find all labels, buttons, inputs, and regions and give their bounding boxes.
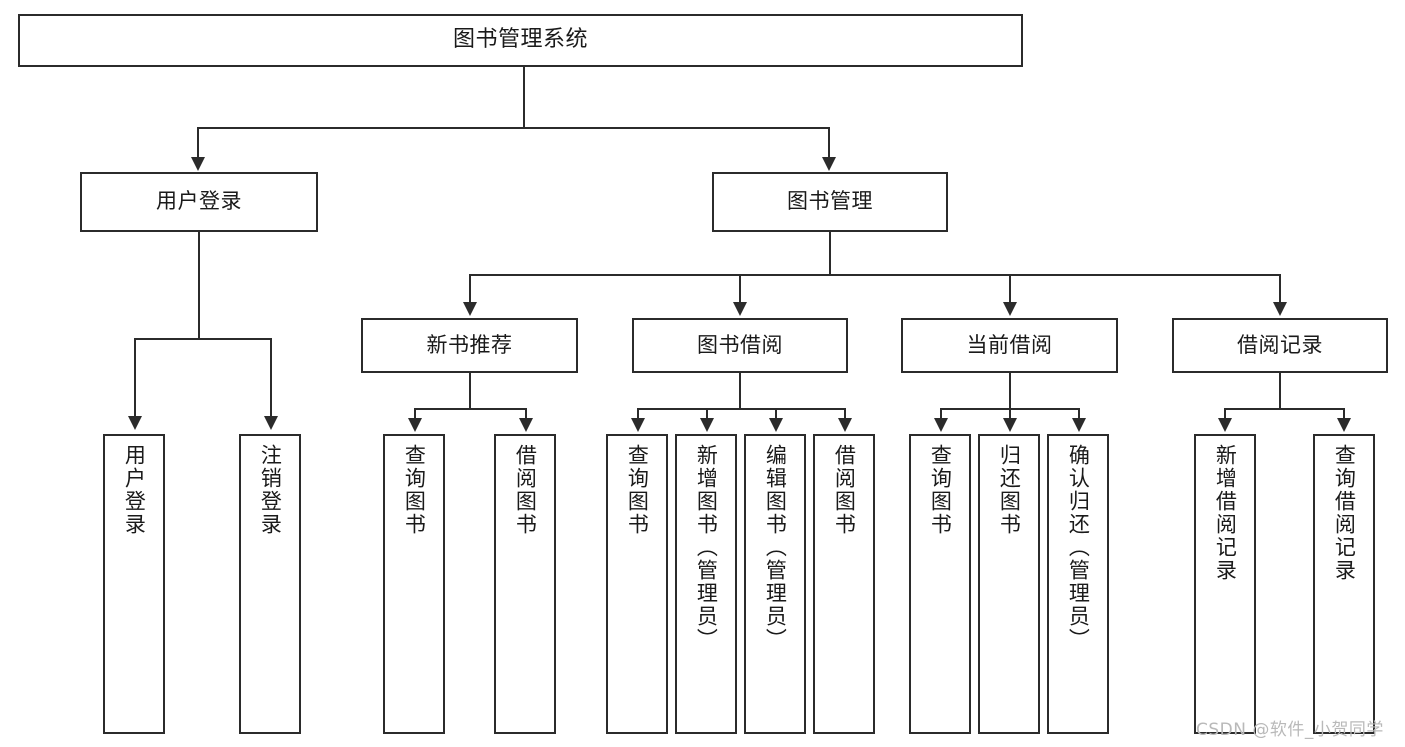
node-label: 查询图书 (402, 444, 427, 536)
connector-book-borrow-to-edit (775, 408, 777, 420)
leaf-lend-book[interactable]: 借阅图书 (813, 434, 875, 734)
connector-user-login-to-logout (270, 338, 272, 418)
node-user-login[interactable]: 用户登录 (80, 172, 318, 232)
connector-root-bus (197, 127, 829, 129)
connector-current-borrow-to-confirm (1078, 408, 1080, 420)
node-label: 当前借阅 (966, 332, 1053, 357)
arrow-book-borrow-to-edit (769, 418, 783, 432)
arrow-user-login-to-logout (264, 416, 278, 430)
arrow-book-borrow-to-query (631, 418, 645, 432)
leaf-query-book-recommend[interactable]: 查询图书 (383, 434, 445, 734)
leaf-query-book-borrow[interactable]: 查询图书 (606, 434, 668, 734)
node-label: 查询图书 (625, 444, 650, 536)
node-label: 新书推荐 (426, 332, 513, 357)
node-root-system[interactable]: 图书管理系统 (18, 14, 1023, 67)
node-current-borrow[interactable]: 当前借阅 (901, 318, 1118, 373)
connector-borrow-record-stem (1279, 373, 1281, 408)
arrow-book-borrow-to-lend (838, 418, 852, 432)
connector-to-borrow-record (1279, 274, 1281, 304)
node-label: 查询图书 (928, 444, 953, 536)
arrow-borrow-record-to-add (1218, 418, 1232, 432)
connector-root-to-user-login (197, 127, 199, 159)
connector-book-manage-stem (829, 232, 831, 274)
node-label: 图书管理 (787, 189, 873, 214)
connector-book-borrow-to-query (637, 408, 639, 420)
node-label: 借阅图书 (513, 444, 538, 536)
arrow-new-book-to-query (408, 418, 422, 432)
arrow-to-borrow-record (1273, 302, 1287, 316)
connector-user-login-to-login (134, 338, 136, 418)
node-label: 新增图书（管理员） (694, 444, 719, 651)
connector-user-login-stem (198, 232, 200, 338)
connector-borrow-record-bus (1224, 408, 1343, 410)
arrow-current-borrow-to-query (934, 418, 948, 432)
leaf-query-borrow-record[interactable]: 查询借阅记录 (1313, 434, 1375, 734)
node-label: 用户登录 (122, 444, 147, 536)
node-label: 用户登录 (156, 189, 242, 214)
arrow-user-login-to-login (128, 416, 142, 430)
leaf-query-book-current[interactable]: 查询图书 (909, 434, 971, 734)
connector-book-borrow-bus (637, 408, 845, 410)
arrow-book-borrow-to-add (700, 418, 714, 432)
connector-new-book-stem (469, 373, 471, 408)
arrow-to-new-book (463, 302, 477, 316)
connector-current-borrow-to-query (940, 408, 942, 420)
csdn-watermark: CSDN @软件_小贺同学 (1196, 720, 1384, 740)
node-book-borrow[interactable]: 图书借阅 (632, 318, 848, 373)
connector-to-current-borrow (1009, 274, 1011, 304)
leaf-borrow-book-recommend[interactable]: 借阅图书 (494, 434, 556, 734)
connector-root-to-book-manage (828, 127, 830, 159)
connector-borrow-record-to-add (1224, 408, 1226, 420)
connector-book-borrow-to-add (706, 408, 708, 420)
connector-book-borrow-to-lend (844, 408, 846, 420)
node-book-management[interactable]: 图书管理 (712, 172, 948, 232)
connector-borrow-record-to-query (1343, 408, 1345, 420)
connector-book-borrow-stem (739, 373, 741, 408)
arrow-root-to-book-manage (822, 157, 836, 171)
node-new-book-recommend[interactable]: 新书推荐 (361, 318, 578, 373)
node-borrow-record[interactable]: 借阅记录 (1172, 318, 1388, 373)
leaf-return-book[interactable]: 归还图书 (978, 434, 1040, 734)
leaf-confirm-return-admin[interactable]: 确认归还（管理员） (1047, 434, 1109, 734)
connector-to-book-borrow (739, 274, 741, 304)
node-label: 归还图书 (997, 444, 1022, 536)
arrow-root-to-user-login (191, 157, 205, 171)
leaf-edit-book-admin[interactable]: 编辑图书（管理员） (744, 434, 806, 734)
node-label: 图书借阅 (697, 332, 783, 357)
connector-new-book-to-borrow (525, 408, 527, 420)
connector-current-borrow-stem (1009, 373, 1011, 408)
connector-to-new-book (469, 274, 471, 304)
node-label: 借阅图书 (832, 444, 857, 536)
node-label: 新增借阅记录 (1213, 444, 1238, 582)
connector-user-login-bus (134, 338, 270, 340)
leaf-logout[interactable]: 注销登录 (239, 434, 301, 734)
arrow-current-borrow-to-confirm (1072, 418, 1086, 432)
connector-new-book-bus (414, 408, 525, 410)
connector-current-borrow-to-return (1009, 408, 1011, 420)
node-label: 图书管理系统 (452, 27, 588, 53)
node-label: 借阅记录 (1237, 332, 1323, 357)
arrow-current-borrow-to-return (1003, 418, 1017, 432)
arrow-to-book-borrow (733, 302, 747, 316)
connector-root-stem (523, 67, 525, 127)
arrow-new-book-to-borrow (519, 418, 533, 432)
connector-new-book-to-query (414, 408, 416, 420)
node-label: 编辑图书（管理员） (763, 444, 788, 651)
arrow-borrow-record-to-query (1337, 418, 1351, 432)
node-label: 查询借阅记录 (1332, 444, 1357, 582)
arrow-to-current-borrow (1003, 302, 1017, 316)
node-label: 确认归还（管理员） (1066, 444, 1091, 651)
leaf-add-book-admin[interactable]: 新增图书（管理员） (675, 434, 737, 734)
node-label: 注销登录 (258, 444, 283, 536)
leaf-add-borrow-record[interactable]: 新增借阅记录 (1194, 434, 1256, 734)
connector-book-manage-bus (469, 274, 1280, 276)
leaf-user-login[interactable]: 用户登录 (103, 434, 165, 734)
